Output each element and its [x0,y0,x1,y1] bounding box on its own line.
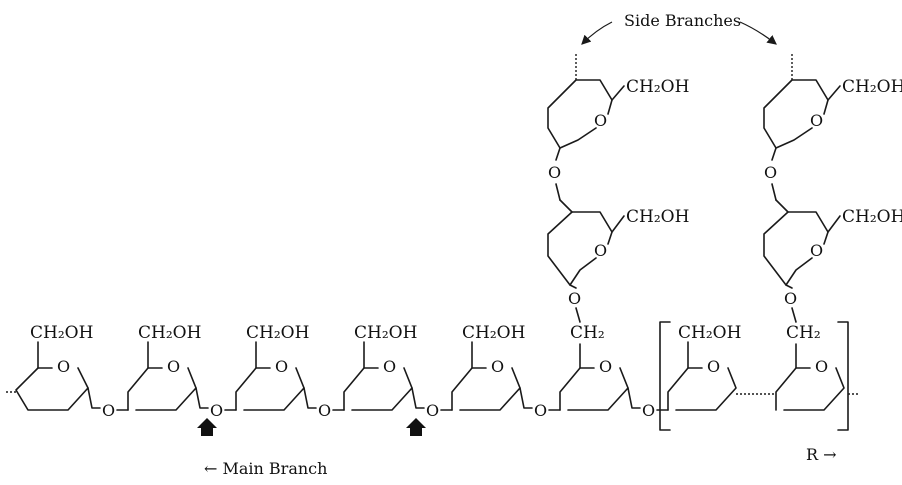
ring-oxygen-label: O [810,111,823,130]
ring-oxygen-label: O [594,111,607,130]
ch2-label: CH₂ [570,323,605,343]
main-ring-4: CH₂OH O [343,323,425,411]
side-branch-1-link-oxygen: O [548,163,561,182]
ring-oxygen-label: O [275,357,288,376]
side-branch-1-ring-upper: CH₂OH O [547,77,689,149]
ch2oh-label: CH₂OH [626,207,689,227]
side-branch-arrow-left [581,21,613,45]
ch2oh-label: CH₂OH [354,323,417,343]
glycosidic-oxygen-4: O [426,401,439,420]
ch2oh-label: CH₂OH [30,323,93,343]
ch2oh-label: CH₂OH [842,207,902,227]
up-arrow-icon [197,418,217,436]
main-ring-5: CH₂OH O [451,323,533,411]
repeat-ring-2-branch-point: CH₂ O [775,323,845,411]
repeat-ring-1: CH₂OH O [667,323,741,411]
side-branch-1-ring-lower: CH₂OH O [547,207,689,286]
side-branches-label: Side Branches [624,11,741,30]
glycosidic-oxygen-2: O [210,401,223,420]
main-branch-label: ← Main Branch [204,459,327,478]
main-ring-3: CH₂OH O [235,323,317,411]
side-branch-2-ring-upper: CH₂OH O [763,77,902,149]
ring-oxygen-label: O [707,357,720,376]
glycosidic-oxygen-6: O [642,401,655,420]
ring-oxygen-label: O [599,357,612,376]
side-branch-2-link-oxygen: O [764,163,777,182]
main-ring-2: CH₂OH O [127,323,209,411]
glycosidic-oxygen-1: O [102,401,115,420]
ch2oh-label: CH₂OH [246,323,309,343]
ring-oxygen-label: O [383,357,396,376]
main-ring-6-branch-point: CH₂ O [559,323,641,411]
up-arrow-icon [406,418,426,436]
branch-oxygen-2: O [784,289,797,308]
glycosidic-oxygen-5: O [534,401,547,420]
ch2oh-label: CH₂OH [462,323,525,343]
ring-oxygen-label: O [810,241,823,260]
ch2-label: CH₂ [786,323,821,343]
branch-oxygen-1: O [568,289,581,308]
ch2oh-label: CH₂OH [842,77,902,97]
side-branch-arrow-right [739,21,777,45]
glycosidic-oxygen-3: O [318,401,331,420]
repeat-unit-label: R → [806,445,837,464]
side-branch-2-ring-lower: CH₂OH O [763,207,902,286]
ring-oxygen-label: O [491,357,504,376]
ch2oh-label: CH₂OH [626,77,689,97]
ring-oxygen-label: O [57,357,70,376]
repeat-bracket-right [837,321,849,431]
repeat-bracket-left [659,321,671,431]
ch2oh-label: CH₂OH [138,323,201,343]
ring-oxygen-label: O [167,357,180,376]
main-ring-1: CH₂OH O [15,323,101,411]
ch2oh-label: CH₂OH [678,323,741,343]
ring-oxygen-label: O [594,241,607,260]
ring-oxygen-label: O [815,357,828,376]
